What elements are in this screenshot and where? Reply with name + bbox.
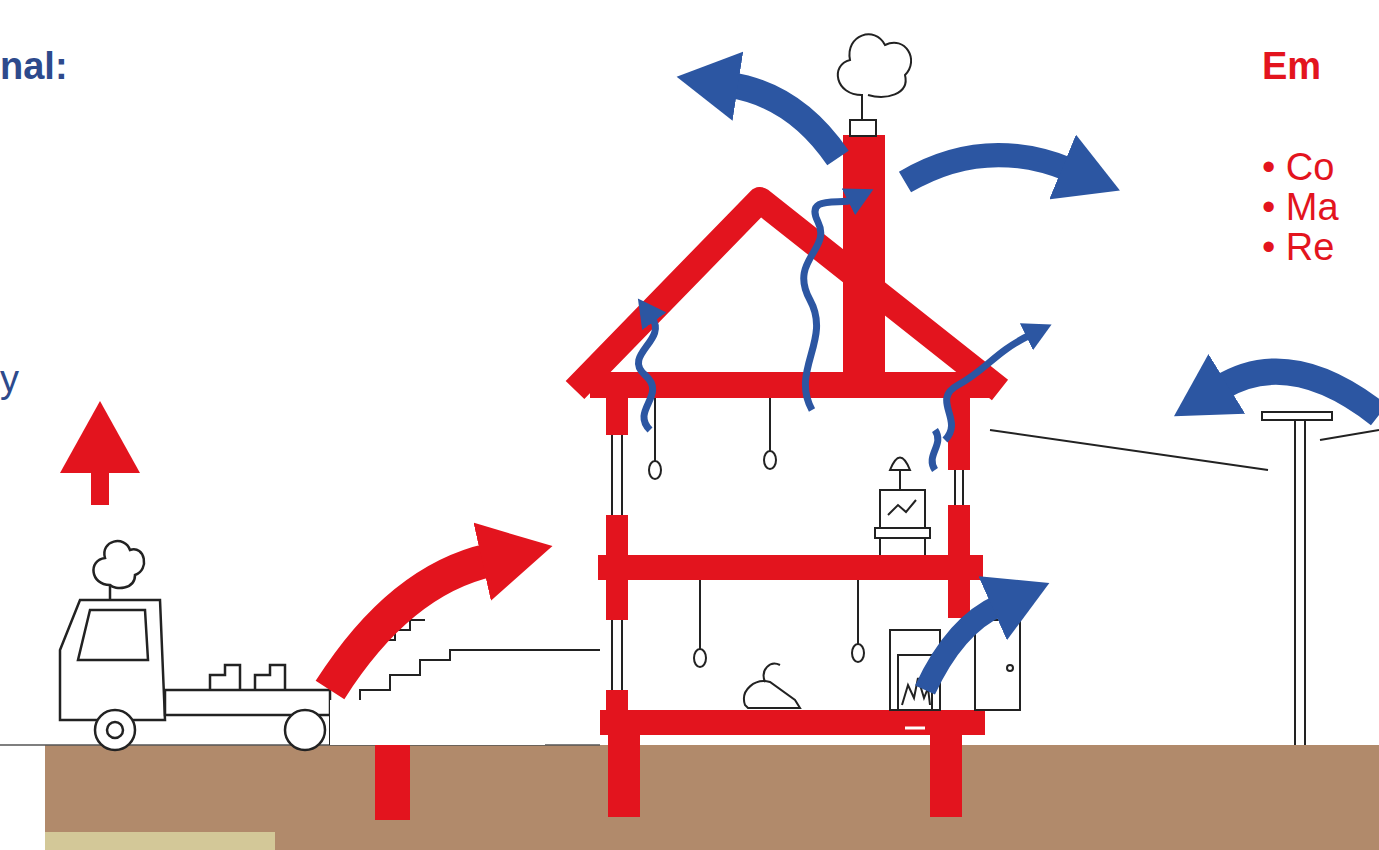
- wall: [948, 578, 970, 618]
- crossbar: [1262, 412, 1332, 420]
- footing: [608, 735, 640, 817]
- window: [611, 620, 613, 690]
- exhaust-cloud: [94, 541, 145, 588]
- loss-arrow: [1220, 372, 1379, 415]
- loss-arrow: [730, 85, 838, 158]
- lamp-cord: [857, 580, 859, 645]
- desk-lamp: [890, 458, 910, 471]
- wall: [606, 395, 628, 435]
- wall: [948, 505, 970, 560]
- white-patch: [330, 700, 545, 745]
- middle-floor: [598, 555, 983, 580]
- television: [880, 490, 925, 528]
- window: [621, 435, 623, 515]
- tv-screen: [888, 500, 916, 515]
- window: [962, 470, 964, 505]
- window: [611, 435, 613, 515]
- lamp-cord: [654, 398, 656, 462]
- truck-wheel: [95, 710, 135, 750]
- tv-stand: [924, 538, 926, 555]
- truck-load: [210, 665, 240, 690]
- door: [975, 620, 1020, 710]
- energy-arrow: [330, 560, 490, 690]
- light-bulb: [852, 644, 864, 662]
- truck-wheel: [285, 710, 325, 750]
- wall: [606, 578, 628, 620]
- ground: [45, 745, 1379, 850]
- chimney: [843, 135, 885, 380]
- utility-pole: [990, 412, 1379, 745]
- truck-cab: [60, 600, 165, 720]
- vacuum-hose: [764, 664, 780, 682]
- light-bulb: [764, 451, 776, 469]
- wall: [606, 690, 628, 715]
- truck-load: [255, 665, 285, 690]
- caption-text: • Ma: [1262, 188, 1339, 226]
- loss-arrow: [905, 155, 1070, 182]
- window: [954, 470, 956, 505]
- lamp-cord: [699, 580, 701, 650]
- footing: [375, 745, 410, 820]
- caption-text: Em: [1262, 47, 1321, 85]
- delivery-truck: [60, 541, 330, 750]
- truck-exhaust: [109, 585, 112, 600]
- vacuum-cleaner: [744, 681, 800, 708]
- tv-stand: [875, 528, 930, 538]
- chimney-pot: [850, 120, 876, 136]
- window: [621, 620, 623, 690]
- tv-stand: [879, 538, 881, 555]
- truck-window: [78, 610, 148, 660]
- heat-loss-wave: [638, 318, 655, 430]
- wall: [606, 515, 628, 560]
- caption-text: y: [0, 360, 19, 398]
- energy-arrow: [91, 465, 109, 505]
- light-bulb: [694, 649, 706, 667]
- pole: [1294, 420, 1296, 745]
- lamp-cord: [769, 398, 771, 452]
- footing: [930, 735, 962, 817]
- truck-hub: [107, 722, 123, 738]
- heat-loss-wave: [932, 430, 938, 470]
- smoke-cloud: [838, 34, 911, 120]
- door-knob: [1007, 665, 1013, 671]
- stairs-outline: [330, 650, 600, 745]
- corner-patch: [45, 832, 275, 850]
- hearth-mark: [905, 727, 925, 730]
- light-bulb: [649, 461, 661, 479]
- power-wire: [1320, 430, 1379, 440]
- ground-floor: [600, 710, 985, 735]
- power-wire: [990, 430, 1268, 470]
- loss-arrow: [925, 605, 1000, 690]
- heat-loss-wave: [804, 200, 852, 410]
- caption-text: • Co: [1262, 148, 1334, 186]
- caption-text: • Re: [1262, 228, 1334, 266]
- desk-lamp: [899, 470, 901, 490]
- caption-text: nal:: [0, 47, 68, 85]
- heat-loss-wave: [945, 335, 1030, 440]
- house-structure: [375, 135, 1000, 820]
- interior-sketch: [612, 398, 1020, 710]
- pole: [1304, 420, 1306, 745]
